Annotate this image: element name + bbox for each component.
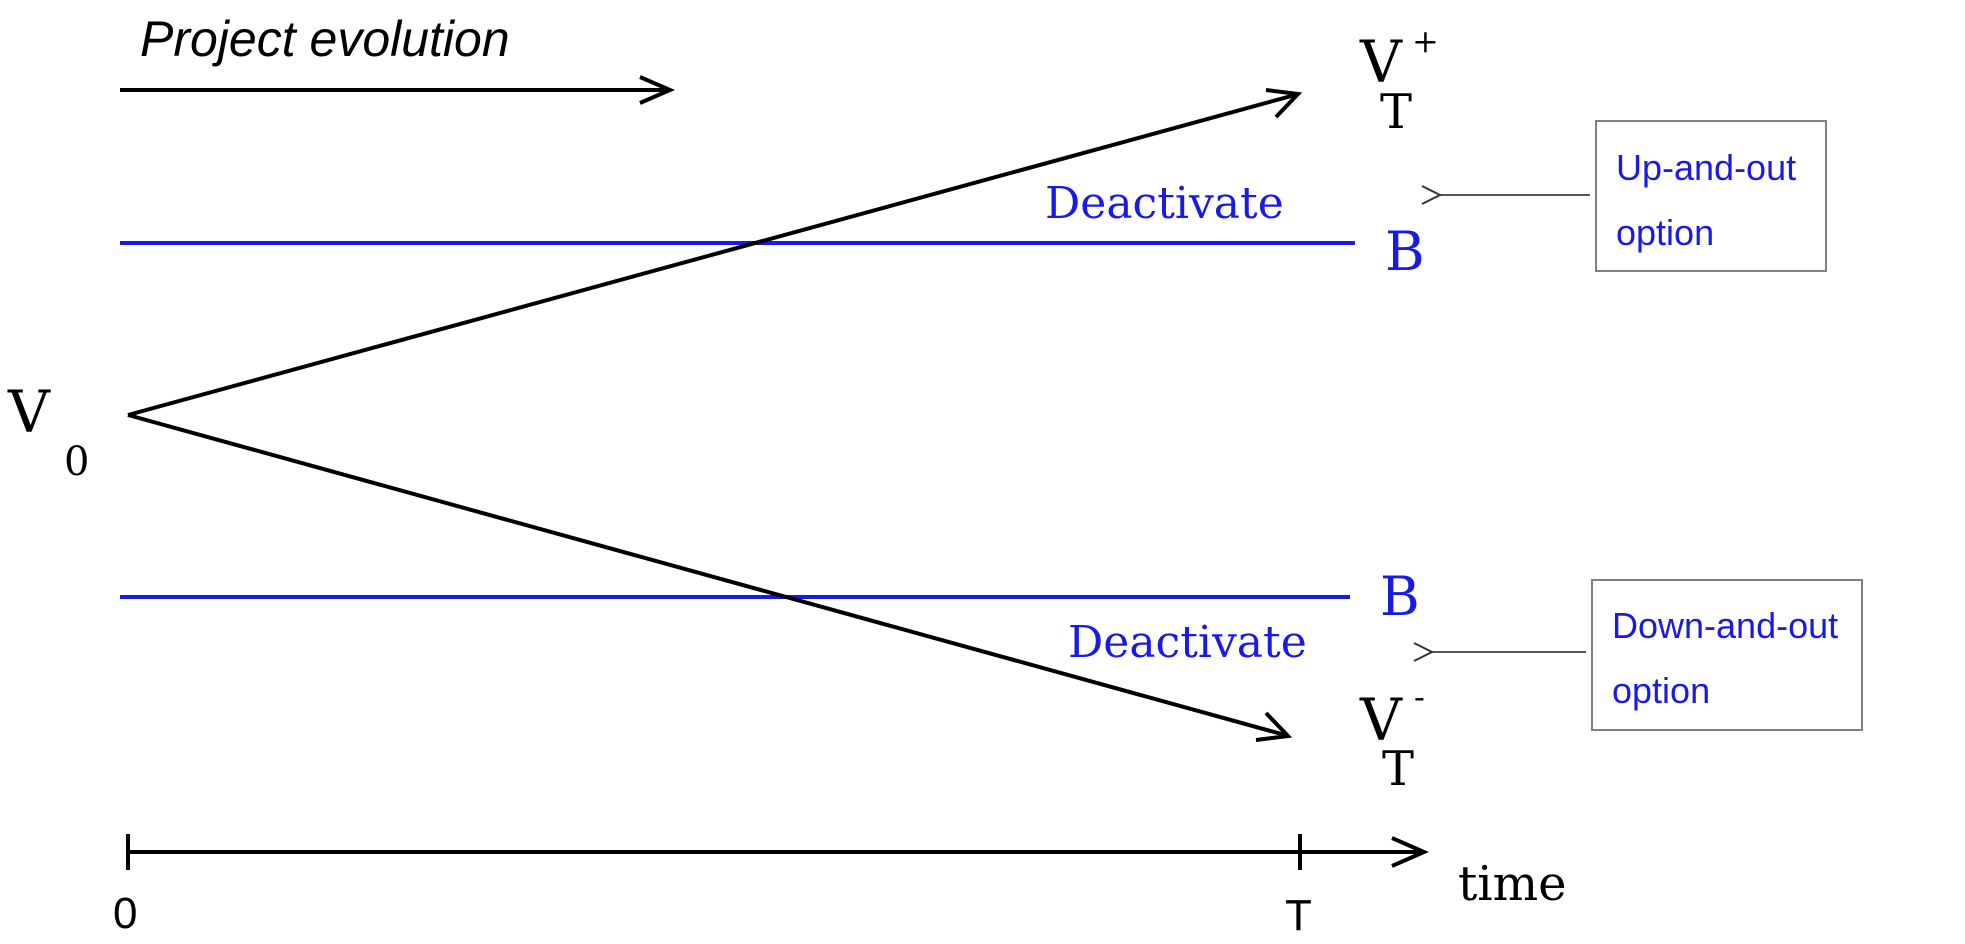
up-and-out-line2: option	[1616, 212, 1714, 253]
time-axis-label: time	[1458, 856, 1567, 912]
time-axis	[126, 834, 1429, 870]
lower-barrier-label: B	[1380, 565, 1420, 628]
time-axis-start-label: 0	[113, 889, 137, 938]
down-and-out-line2: option	[1612, 670, 1710, 711]
lower-deactivate-label: Deactivate	[1068, 617, 1307, 668]
downward-value-path	[127, 413, 1293, 742]
upper-barrier-label: B	[1385, 220, 1425, 283]
svg-text:0: 0	[64, 439, 89, 485]
down-and-out-callout: Down-and-out option	[1432, 579, 1863, 731]
up-and-out-callout: Up-and-out option	[1440, 120, 1827, 272]
down-and-out-line1: Down-and-out	[1612, 605, 1838, 646]
svg-text:-: -	[1414, 678, 1425, 716]
up-and-out-line1: Up-and-out	[1616, 147, 1796, 188]
down-and-out-box	[1591, 579, 1863, 731]
svg-text:T: T	[1382, 741, 1414, 797]
up-and-out-box	[1595, 120, 1827, 272]
svg-text:V: V	[7, 378, 51, 446]
vt-plus-label: V + T	[1359, 22, 1439, 140]
upward-value-path	[127, 88, 1303, 417]
project-evolution-label: Project evolution	[140, 11, 510, 67]
upper-deactivate-label: Deactivate	[1045, 178, 1284, 229]
v0-label: V 0	[7, 378, 89, 485]
vt-minus-label: V - T	[1359, 678, 1425, 797]
svg-text:V: V	[1359, 686, 1403, 754]
time-axis-end-label: T	[1285, 891, 1312, 940]
svg-text:+: +	[1412, 22, 1439, 60]
svg-text:T: T	[1380, 84, 1412, 140]
project-evolution-arrow	[120, 75, 676, 105]
svg-text:V: V	[1359, 28, 1403, 96]
